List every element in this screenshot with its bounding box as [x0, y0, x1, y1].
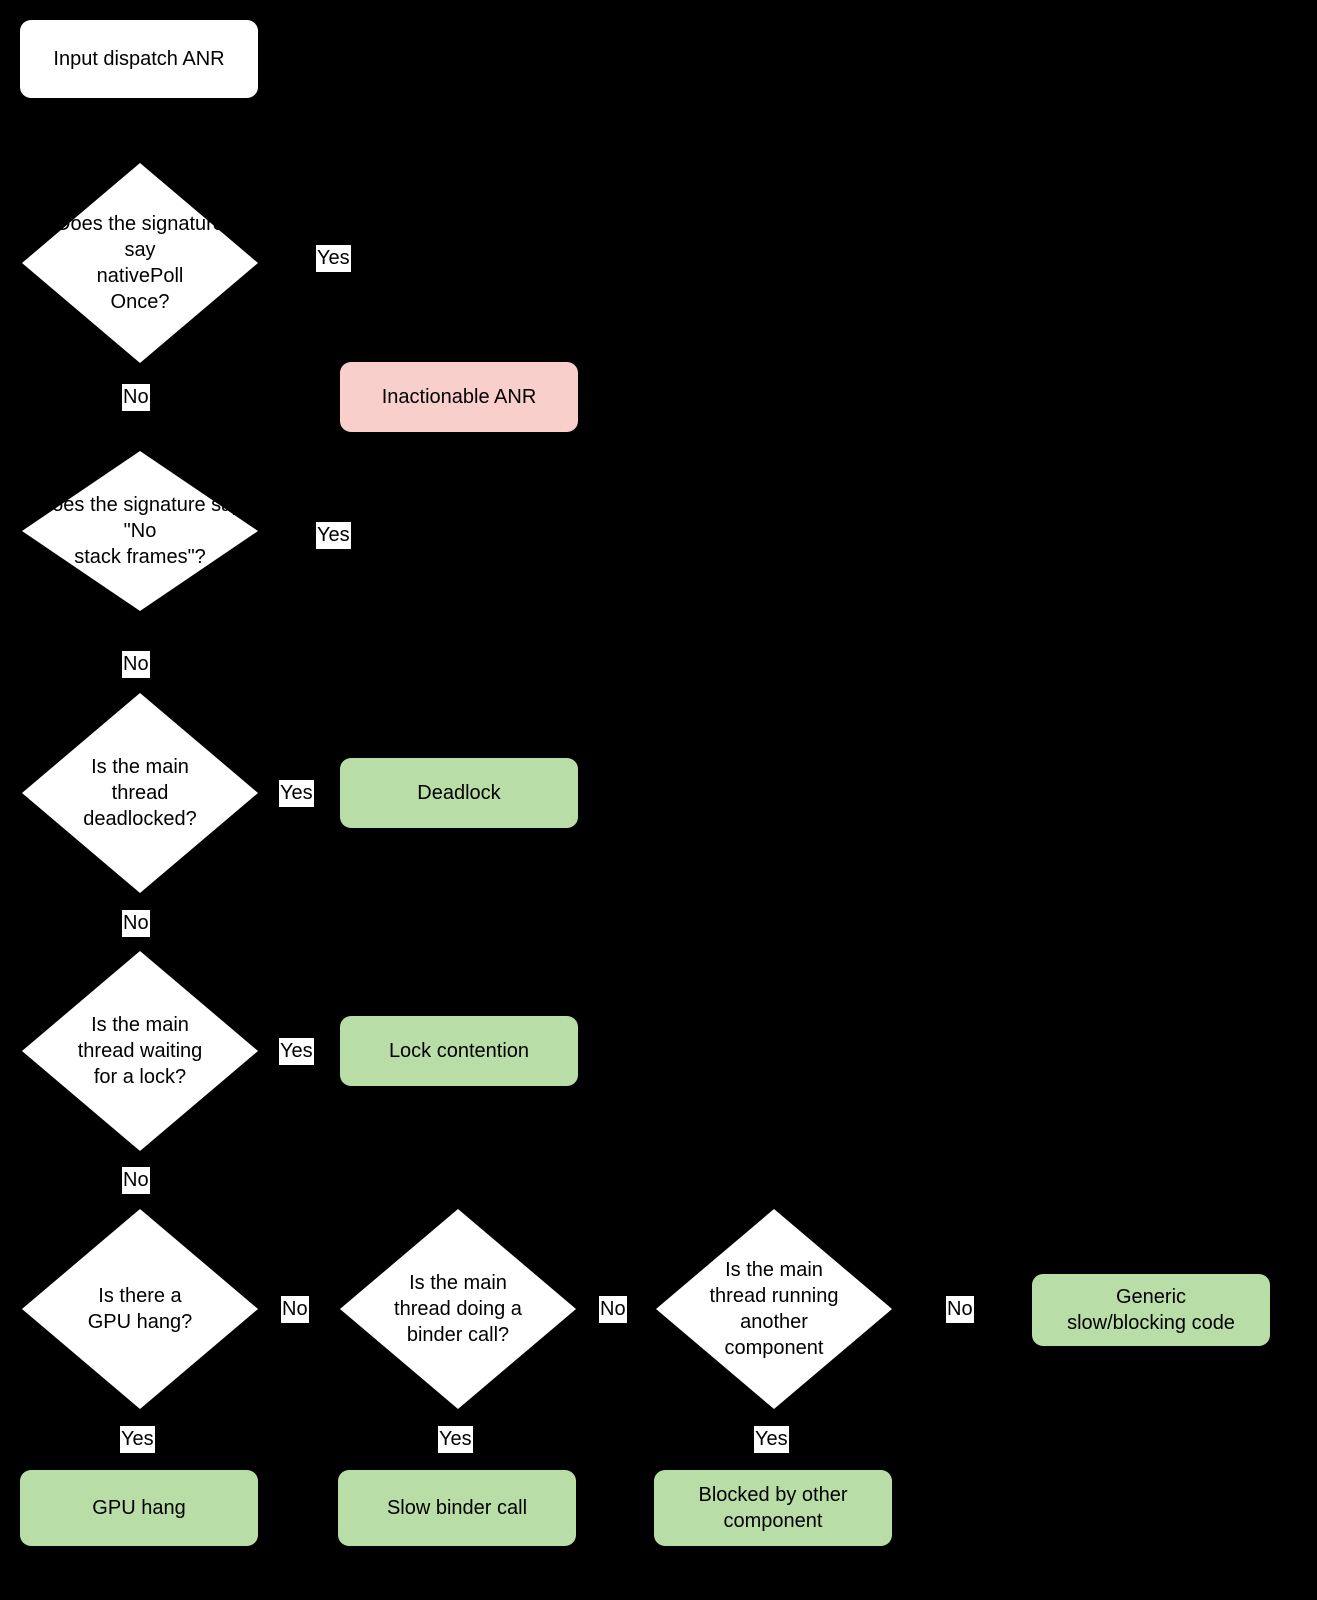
edge-label-nativepollonce-no: No: [122, 384, 150, 411]
node-decision-waiting-for-lock[interactable]: Is the main thread waiting for a lock?: [22, 951, 258, 1151]
diamond-shape-icon: [22, 1209, 258, 1409]
node-lock-contention[interactable]: Lock contention: [340, 1016, 578, 1086]
diamond-shape-icon: [340, 1209, 576, 1409]
node-decision-gpu-hang[interactable]: Is there a GPU hang?: [22, 1209, 258, 1409]
edge-label-runningcomponent-no: No: [946, 1296, 974, 1323]
edge-label-runningcomponent-yes: Yes: [754, 1426, 789, 1453]
node-gpu-hang-result[interactable]: GPU hang: [20, 1470, 258, 1546]
node-decision-main-thread-deadlocked[interactable]: Is the main thread deadlocked?: [22, 693, 258, 893]
edge-label-nativepollonce-yes: Yes: [316, 245, 351, 272]
diamond-shape-icon: [656, 1209, 892, 1409]
edge-label-waitingforlock-no: No: [122, 1167, 150, 1194]
node-label: Blocked by other component: [698, 1484, 848, 1532]
node-deadlock[interactable]: Deadlock: [340, 758, 578, 828]
node-decision-binder-call[interactable]: Is the main thread doing a binder call?: [340, 1209, 576, 1409]
edge-label-nostackframes-no: No: [122, 651, 150, 678]
node-generic-slow-blocking-code[interactable]: Generic slow/blocking code: [1032, 1274, 1270, 1346]
node-label: Deadlock: [417, 782, 501, 804]
node-label: Lock contention: [388, 1040, 530, 1062]
edge-label-waitingforlock-yes: Yes: [279, 1038, 314, 1065]
node-label: Input dispatch ANR: [53, 48, 225, 70]
diamond-shape-icon: [22, 693, 258, 893]
node-inactionable-anr[interactable]: Inactionable ANR: [340, 362, 578, 432]
node-decision-running-another-component[interactable]: Is the main thread running another compo…: [656, 1209, 892, 1409]
edge-label-deadlocked-yes: Yes: [279, 780, 314, 807]
edge-label-gpuhang-no: No: [281, 1296, 309, 1323]
node-slow-binder-call[interactable]: Slow binder call: [338, 1470, 576, 1546]
diamond-shape-icon: [22, 163, 258, 363]
edge-label-nostackframes-yes: Yes: [316, 522, 351, 549]
connector-start-to-nativepollonce: [138, 98, 140, 163]
node-decision-native-poll-once[interactable]: Does the signature say nativePoll Once?: [22, 163, 258, 363]
edge-label-gpuhang-yes: Yes: [120, 1426, 155, 1453]
edge-label-deadlocked-no: No: [122, 910, 150, 937]
node-input-dispatch-anr[interactable]: Input dispatch ANR: [20, 20, 258, 98]
edge-label-bindercall-yes: Yes: [438, 1426, 473, 1453]
node-blocked-by-other-component[interactable]: Blocked by other component: [654, 1470, 892, 1546]
node-decision-no-stack-frames[interactable]: Does the signature say "No stack frames"…: [22, 451, 258, 611]
node-label: Inactionable ANR: [381, 386, 537, 408]
node-label: Slow binder call: [386, 1497, 528, 1519]
diamond-shape-icon: [22, 451, 258, 611]
diamond-shape-icon: [22, 951, 258, 1151]
edge-label-bindercall-no: No: [599, 1296, 627, 1323]
node-label: Generic slow/blocking code: [1067, 1286, 1235, 1334]
node-label: GPU hang: [92, 1497, 186, 1519]
